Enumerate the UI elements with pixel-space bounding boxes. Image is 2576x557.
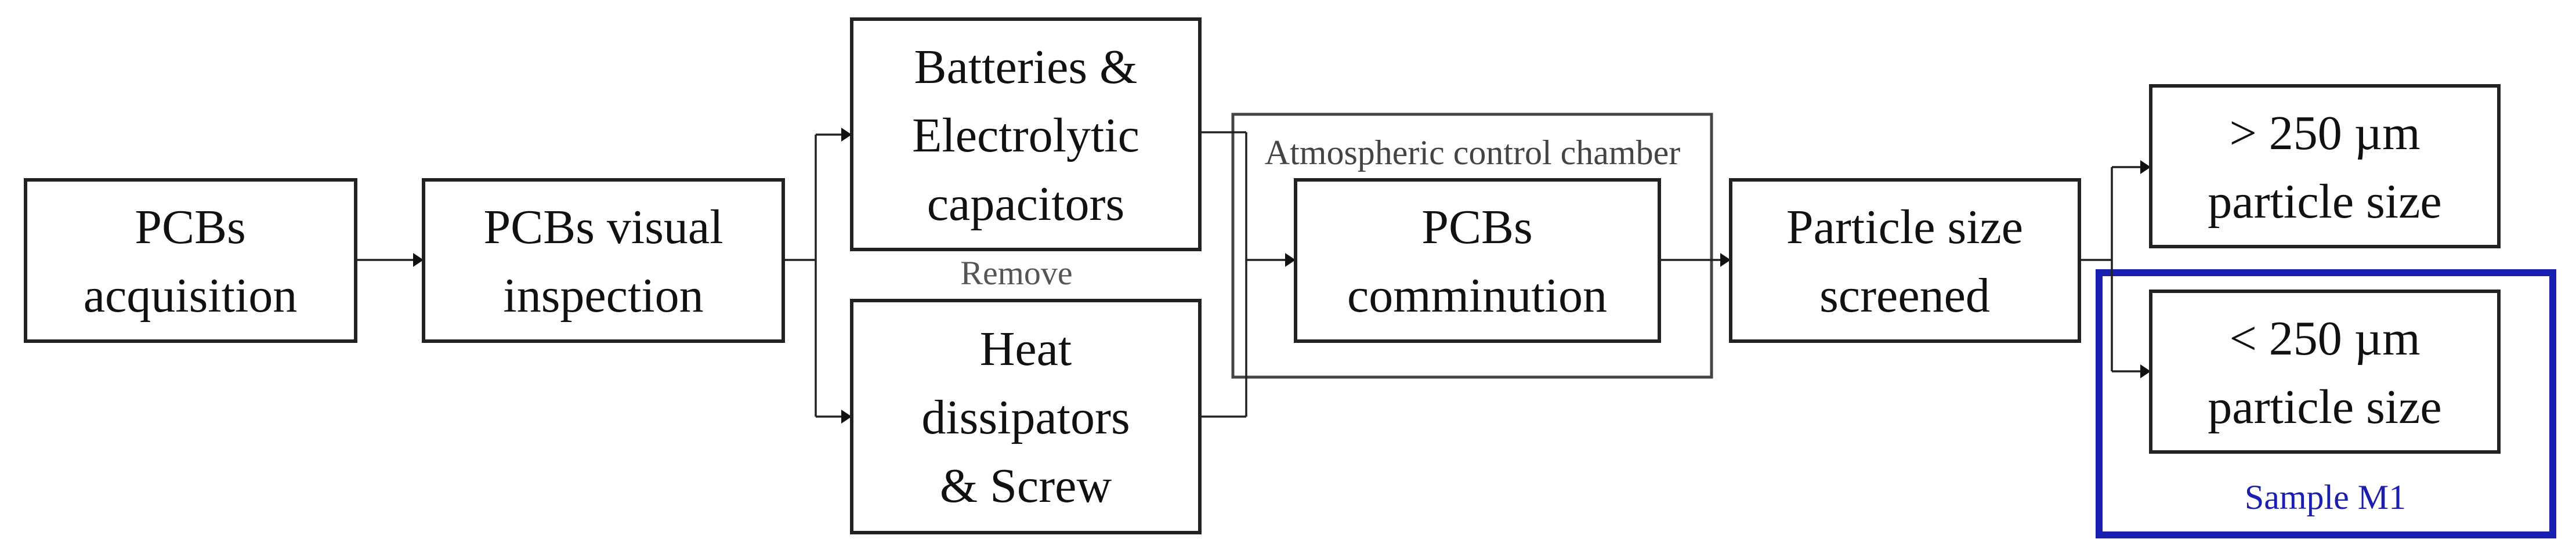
node-coarse-particle-size: > 250 µm particle size <box>2149 84 2501 248</box>
node-label-line: comminution <box>1347 269 1607 323</box>
node-label-line: particle size <box>2208 380 2441 434</box>
node-label-line: Batteries & <box>914 40 1138 94</box>
node-label-line: Electrolytic <box>912 108 1139 162</box>
node-heat-dissipators-screw-label: Heat dissipators & Screw <box>921 322 1130 513</box>
arrowhead-inspection <box>413 253 424 267</box>
node-pcbs-comminution: PCBs comminution <box>1294 178 1661 343</box>
arrowhead-heat <box>841 410 852 424</box>
arrowhead-screened <box>1720 253 1731 267</box>
node-pcbs-comminution-label: PCBs comminution <box>1347 200 1607 323</box>
connectors <box>356 128 2151 424</box>
atmospheric-chamber-frame <box>1231 113 1713 379</box>
node-fine-particle-size-label: < 250 µm particle size <box>2208 312 2441 434</box>
node-batteries-capacitors-label: Batteries & Electrolytic capacitors <box>912 40 1139 231</box>
remove-label: Remove <box>960 254 1072 292</box>
arrowhead-batteries <box>841 128 852 142</box>
node-batteries-capacitors: Batteries & Electrolytic capacitors <box>850 17 1202 251</box>
node-label-line: Particle size <box>1786 200 2023 254</box>
node-label-line: capacitors <box>927 177 1124 231</box>
node-coarse-particle-size-label: > 250 µm particle size <box>2208 106 2441 229</box>
node-label-line: < 250 µm <box>2229 312 2420 366</box>
node-label-line: inspection <box>503 269 703 323</box>
node-label-line: Heat <box>980 322 1072 376</box>
node-pcbs-visual-inspection: PCBs visual inspection <box>422 178 785 343</box>
atmospheric-chamber-label: Atmospheric control chamber <box>1265 133 1680 172</box>
sample-m1-frame <box>2096 269 2556 538</box>
node-particle-size-screened-label: Particle size screened <box>1786 200 2023 323</box>
arrowhead-comminution <box>1285 253 1296 267</box>
node-particle-size-screened: Particle size screened <box>1729 178 2081 343</box>
node-heat-dissipators-screw: Heat dissipators & Screw <box>850 299 1202 534</box>
node-label-line: screened <box>1819 269 1990 323</box>
node-label-line: PCBs <box>135 200 245 254</box>
node-label-line: & Screw <box>940 459 1112 513</box>
node-label-line: PCBs <box>1421 200 1532 254</box>
node-label-line: dissipators <box>921 390 1130 444</box>
node-fine-particle-size: < 250 µm particle size <box>2149 290 2501 454</box>
node-pcbs-acquisition-label: PCBs acquisition <box>84 200 298 323</box>
sample-m1-label: Sample M1 <box>2245 478 2406 516</box>
arrowhead-fine <box>2140 364 2151 378</box>
node-label-line: > 250 µm <box>2229 106 2420 160</box>
arrowhead-coarse <box>2140 160 2151 174</box>
node-pcbs-visual-inspection-label: PCBs visual inspection <box>483 200 723 323</box>
node-pcbs-acquisition: PCBs acquisition <box>24 178 357 343</box>
node-label-line: acquisition <box>84 269 298 323</box>
node-label-line: particle size <box>2208 175 2441 229</box>
node-label-line: PCBs visual <box>483 200 723 254</box>
